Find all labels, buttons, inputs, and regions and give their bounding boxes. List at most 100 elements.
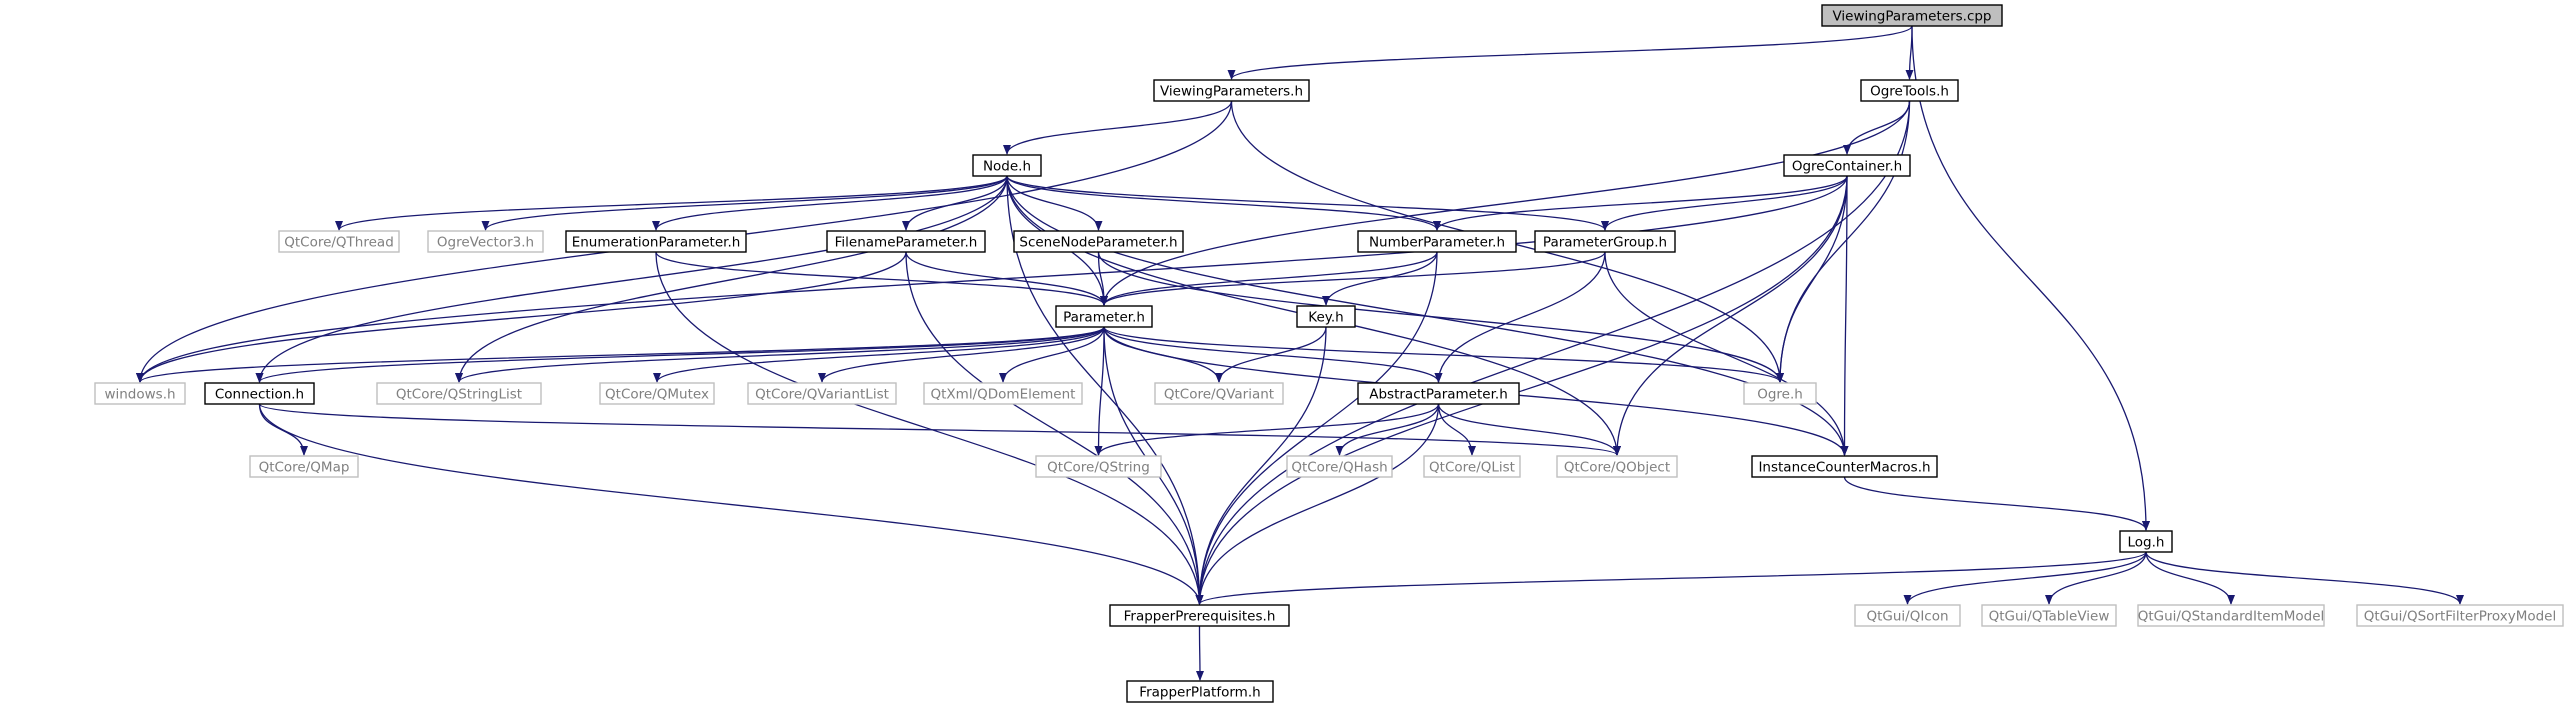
edge-abstractparam-to-qlist <box>1437 403 1476 456</box>
edge-param-to-qvariantlist <box>818 326 1105 383</box>
node-ogrecontainer[interactable]: OgreContainer.h <box>1783 154 1911 177</box>
node-label-fileparam: FilenameParameter.h <box>835 235 978 251</box>
node-box-qhash <box>1286 455 1393 478</box>
node-qmap: QtCore/QMap <box>249 455 359 478</box>
node-box-qtableview <box>1981 604 2117 627</box>
node-vpcpp[interactable]: ViewingParameters.cpp <box>1821 4 2003 27</box>
node-box-qmutex <box>599 382 715 405</box>
node-box-key <box>1296 305 1356 328</box>
node-windows: windows.h <box>94 382 186 405</box>
node-param[interactable]: Parameter.h <box>1055 305 1153 328</box>
node-label-qmutex: QtCore/QMutex <box>605 387 709 403</box>
edge-log-to-qsortproxy <box>2145 551 2464 605</box>
edges-layer <box>136 25 2464 681</box>
node-box-qsortproxy <box>2356 604 2564 627</box>
node-box-frapperplatform <box>1126 680 1274 703</box>
edge-ogretools-to-frapperprereq <box>1195 100 1911 605</box>
node-label-enumparam: EnumerationParameter.h <box>572 235 741 251</box>
node-qstringlist: QtCore/QStringList <box>376 382 542 405</box>
node-qvariant: QtCore/QVariant <box>1154 382 1284 405</box>
edge-connection-to-qobject <box>258 403 1621 456</box>
node-box-qlist <box>1423 455 1521 478</box>
node-ogreh: Ogre.h <box>1743 382 1817 405</box>
node-label-numberparam: NumberParameter.h <box>1369 235 1505 251</box>
node-box-ogrecontainer <box>1783 154 1911 177</box>
edge-ogrecontainer-to-paramgroup <box>1601 175 1848 231</box>
edge-fileparam-to-windows <box>136 251 907 383</box>
node-qhash: QtCore/QHash <box>1286 455 1393 478</box>
edge-paramgroup-to-abstractparam <box>1434 251 1606 383</box>
edge-connection-to-frapperprereq <box>258 403 1204 605</box>
node-enumparam[interactable]: EnumerationParameter.h <box>565 230 747 253</box>
edge-abstractparam-to-frapperprereq <box>1195 403 1440 605</box>
node-qlist: QtCore/QList <box>1423 455 1521 478</box>
node-label-ogreh: Ogre.h <box>1757 387 1803 403</box>
node-box-qvariant <box>1154 382 1284 405</box>
node-key[interactable]: Key.h <box>1296 305 1356 328</box>
node-label-scenenodeparam: SceneNodeParameter.h <box>1019 235 1177 251</box>
edge-log-to-qtableview <box>2045 551 2147 605</box>
node-qmutex: QtCore/QMutex <box>599 382 715 405</box>
node-label-abstractparam: AbstractParameter.h <box>1369 387 1508 403</box>
node-frapperplatform[interactable]: FrapperPlatform.h <box>1126 680 1274 703</box>
node-box-qstdmodel <box>2137 604 2325 627</box>
node-box-ogreh <box>1743 382 1817 405</box>
node-qstring: QtCore/QString <box>1035 455 1162 478</box>
node-scenenodeparam[interactable]: SceneNodeParameter.h <box>1013 230 1184 253</box>
node-box-qthread <box>278 230 400 253</box>
edge-ogrecontainer-to-frapperprereq <box>1195 175 1848 605</box>
edge-numberparam-to-param <box>1100 251 1438 306</box>
node-frapperprereq[interactable]: FrapperPrerequisites.h <box>1109 604 1290 627</box>
node-numberparam[interactable]: NumberParameter.h <box>1357 230 1517 253</box>
node-label-qstring: QtCore/QString <box>1047 460 1150 476</box>
edge-paramgroup-to-icm <box>1604 251 1849 456</box>
node-qtableview: QtGui/QTableView <box>1981 604 2117 627</box>
node-label-log: Log.h <box>2128 535 2165 551</box>
node-box-connection <box>204 382 315 405</box>
node-box-qicon <box>1854 604 1961 627</box>
node-box-qobject <box>1556 455 1678 478</box>
node-label-qstdmodel: QtGui/QStandardItemModel <box>2138 609 2325 625</box>
node-qstdmodel: QtGui/QStandardItemModel <box>2137 604 2325 627</box>
node-paramgroup[interactable]: ParameterGroup.h <box>1534 230 1676 253</box>
node-fileparam[interactable]: FilenameParameter.h <box>826 230 986 253</box>
edge-abstractparam-to-qhash <box>1335 403 1440 456</box>
node-qdomelement: QtXml/QDomElement <box>923 382 1083 405</box>
node-node[interactable]: Node.h <box>972 154 1042 177</box>
node-label-qthread: QtCore/QThread <box>284 235 394 251</box>
edge-icm-to-log <box>1843 476 2150 531</box>
edge-numberparam-to-key <box>1322 251 1438 306</box>
node-label-qvariant: QtCore/QVariant <box>1164 387 1274 403</box>
node-qicon: QtGui/QIcon <box>1854 604 1961 627</box>
edge-log-to-qicon <box>1903 551 2147 605</box>
node-icm[interactable]: InstanceCounterMacros.h <box>1751 455 1938 478</box>
node-box-frapperprereq <box>1109 604 1290 627</box>
node-label-qicon: QtGui/QIcon <box>1866 609 1948 625</box>
node-qsortproxy: QtGui/QSortFilterProxyModel <box>2356 604 2564 627</box>
edge-param-to-qstringlist <box>455 326 1105 383</box>
edge-key-to-frapperprereq <box>1195 326 1327 605</box>
nodes-layer: ViewingParameters.cppViewingParameters.h… <box>94 4 2564 703</box>
edge-fileparam-to-param <box>905 251 1108 306</box>
edge-log-to-qstdmodel <box>2145 551 2235 605</box>
edge-node-to-enumparam <box>652 175 1008 231</box>
node-label-frapperprereq: FrapperPrerequisites.h <box>1124 609 1276 625</box>
node-vph[interactable]: ViewingParameters.h <box>1153 79 1310 102</box>
node-label-qdomelement: QtXml/QDomElement <box>931 387 1076 403</box>
node-qthread: QtCore/QThread <box>278 230 400 253</box>
node-box-fileparam <box>826 230 986 253</box>
node-connection[interactable]: Connection.h <box>204 382 315 405</box>
node-label-ogrevector3: OgreVector3.h <box>437 235 534 251</box>
node-log[interactable]: Log.h <box>2119 530 2173 553</box>
edge-ogrecontainer-to-icm <box>1840 175 1849 456</box>
edge-paramgroup-to-param <box>1100 251 1606 306</box>
edge-vpcpp-to-log <box>1911 25 2150 531</box>
node-label-qtableview: QtGui/QTableView <box>1989 609 2110 625</box>
node-box-scenenodeparam <box>1013 230 1184 253</box>
node-qobject: QtCore/QObject <box>1556 455 1678 478</box>
node-ogretools[interactable]: OgreTools.h <box>1860 79 1959 102</box>
edge-ogrecontainer-to-numberparam <box>1433 175 1848 231</box>
node-label-qvariantlist: QtCore/QVariantList <box>755 387 889 403</box>
node-abstractparam[interactable]: AbstractParameter.h <box>1357 382 1520 405</box>
